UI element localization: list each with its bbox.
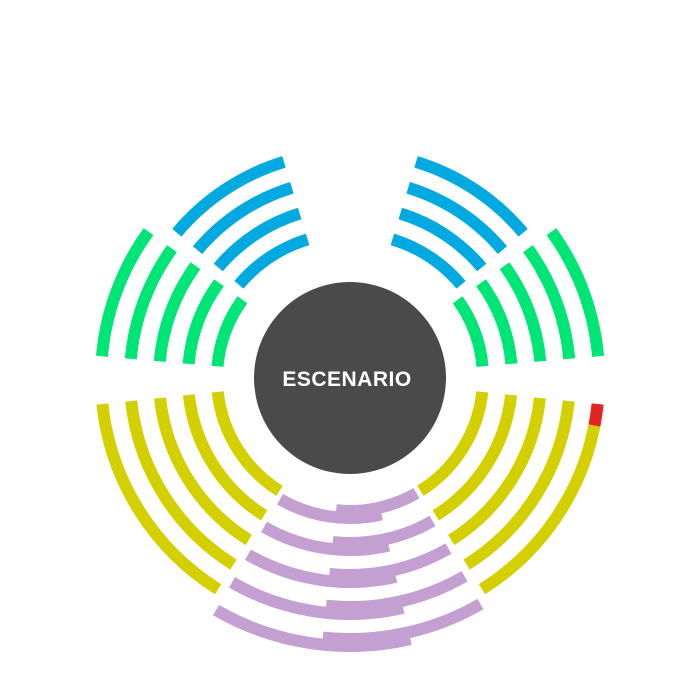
seat-row[interactable] (417, 391, 489, 496)
highlighted-seat[interactable] (588, 403, 604, 427)
seat-row[interactable] (463, 400, 575, 570)
seat-row[interactable] (335, 487, 420, 517)
seat-row[interactable] (182, 394, 268, 521)
stage-label: ESCENARIO (282, 368, 411, 391)
seat-row[interactable] (432, 394, 518, 521)
seat-row[interactable] (153, 262, 201, 362)
seat-row[interactable] (234, 233, 310, 289)
seat-row[interactable] (390, 233, 466, 289)
seat-row[interactable] (322, 598, 484, 645)
seat-row[interactable] (229, 577, 405, 620)
seat-row[interactable] (398, 207, 487, 272)
seat-row[interactable] (96, 403, 222, 595)
seat-row[interactable] (499, 262, 547, 362)
seat-row[interactable] (245, 549, 398, 588)
seat-row[interactable] (476, 279, 518, 365)
seat-row[interactable] (211, 391, 283, 496)
seat-row[interactable] (406, 181, 508, 254)
seat-row[interactable] (448, 397, 546, 546)
section-top-left[interactable] (172, 156, 310, 289)
seat-row[interactable] (182, 279, 224, 365)
stage: ESCENARIO (254, 282, 446, 474)
seat-row[interactable] (452, 296, 489, 368)
section-bottom-left[interactable] (213, 493, 412, 652)
seat-row[interactable] (125, 400, 237, 570)
seat-row[interactable] (277, 493, 383, 524)
seat-row[interactable] (546, 228, 605, 357)
seat-row[interactable] (95, 228, 154, 357)
seat-row[interactable] (332, 515, 436, 549)
section-lower-right[interactable] (417, 391, 604, 595)
seat-row[interactable] (325, 571, 468, 614)
seat-row[interactable] (213, 207, 302, 272)
section-top-right[interactable] (390, 156, 528, 289)
section-lower-left[interactable] (96, 391, 283, 595)
section-bottom-right[interactable] (322, 487, 484, 645)
seating-sections (95, 156, 605, 652)
seat-row[interactable] (478, 403, 604, 595)
seat-row[interactable] (328, 543, 452, 581)
seat-row[interactable] (124, 245, 177, 360)
seat-row[interactable] (523, 245, 576, 360)
seat-row[interactable] (192, 181, 294, 254)
seat-row[interactable] (213, 604, 412, 652)
section-upper-right[interactable] (452, 228, 605, 368)
seat-row[interactable] (414, 156, 528, 237)
seat-row[interactable] (154, 397, 252, 546)
seat-row[interactable] (172, 156, 286, 237)
section-upper-left[interactable] (95, 228, 248, 368)
stage-circle (254, 282, 446, 474)
seat-row[interactable] (211, 296, 248, 368)
seat-row[interactable] (261, 521, 391, 556)
